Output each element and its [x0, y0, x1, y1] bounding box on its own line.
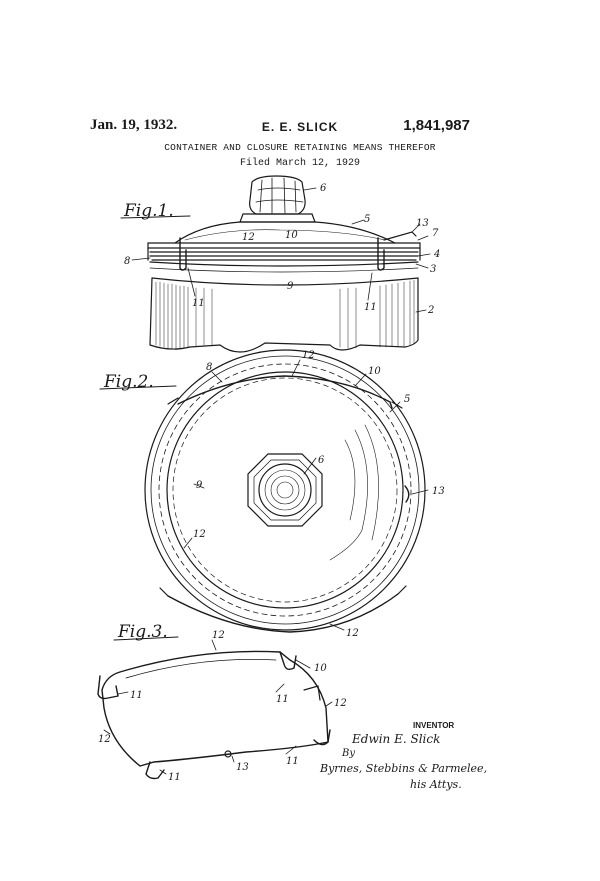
patent-title: CONTAINER AND CLOSURE RETAINING MEANS TH…	[164, 142, 436, 153]
inventor-label: INVENTOR	[413, 721, 455, 730]
fig2-ref-8: 8	[206, 362, 212, 373]
fig1-ref-10: 10	[285, 230, 298, 241]
fig1-drawing: Fig.1. 6 5 13 7	[120, 175, 440, 353]
signature-block: Edwin E. Slick By Byrnes, Stebbins & Par…	[319, 732, 487, 791]
fig3-ref-11a: 11	[130, 690, 143, 701]
fig1-ref-12: 12	[242, 232, 255, 243]
patent-date: Jan. 19, 1932.	[90, 117, 178, 133]
fig1-ref-13: 13	[416, 218, 429, 229]
fig1-label: Fig.1.	[123, 201, 174, 221]
filed-date: Filed March 12, 1929	[239, 158, 361, 169]
fig2-drawing: Fig.2. 8 12 10 5 6 9 13	[99, 349, 445, 639]
fig3-ref-13: 13	[236, 762, 249, 773]
fig2-ref-6: 6	[318, 455, 325, 466]
fig2-ref-12a: 12	[302, 350, 315, 361]
fig3-ref-11c: 11	[286, 756, 299, 767]
fig1-ref-7: 7	[432, 228, 439, 239]
fig1-ref-11b: 11	[364, 302, 377, 313]
inventor-signature: Edwin E. Slick	[351, 732, 440, 746]
fig2-ref-12b: 12	[193, 529, 206, 540]
inventor-name: E. E. SLICK	[261, 120, 339, 134]
fig2-ref-5: 5	[404, 394, 410, 405]
fig1-jar-hatching	[155, 279, 415, 351]
attorneys-signature: Byrnes, Stebbins & Parmelee,	[319, 762, 487, 775]
fig1-ref-2: 2	[427, 305, 434, 316]
fig2-ref-13: 13	[432, 486, 445, 497]
fig1-ref-6: 6	[320, 183, 327, 194]
fig2-shading	[329, 424, 379, 561]
fig2-ref-9: 9	[196, 480, 203, 491]
fig3-label: Fig.3.	[117, 622, 168, 642]
attorneys-note: his Attys.	[410, 778, 462, 791]
fig1-ref-11a: 11	[192, 298, 205, 309]
patent-number: 1,841,987	[403, 117, 470, 134]
fig3-ref-11b: 11	[276, 694, 289, 705]
fig2-ref-10: 10	[368, 366, 381, 377]
fig3-ref-12c: 12	[98, 734, 111, 745]
fig1-ref-9: 9	[287, 281, 294, 292]
fig3-ref-12b: 12	[334, 698, 347, 709]
fig3-ref-12a: 12	[212, 630, 225, 641]
fig1-ref-3: 3	[430, 264, 436, 275]
fig1-ref-8: 8	[124, 256, 130, 267]
fig3-ref-11d: 11	[168, 772, 181, 783]
fig2-ref-12c: 12	[346, 628, 359, 639]
fig1-ref-5: 5	[364, 214, 370, 225]
signature-by: By	[341, 748, 355, 759]
fig1-ref-4: 4	[433, 249, 440, 260]
fig3-drawing: Fig.3. 12 10 11 11 12 12 11 13 11	[97, 622, 347, 783]
fig3-ref-10: 10	[314, 663, 327, 674]
